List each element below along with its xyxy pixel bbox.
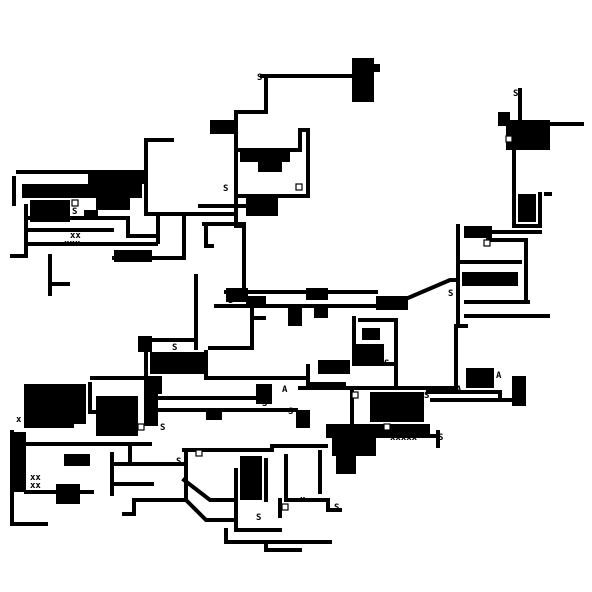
- central-stairwell: [90, 274, 350, 386]
- start-marker: S: [424, 391, 429, 401]
- chest-marker: [351, 391, 359, 399]
- treasure-marker: x: [16, 415, 22, 425]
- southwest-complex: [10, 376, 310, 526]
- south-maze: [158, 376, 356, 552]
- chest-marker: [281, 503, 289, 511]
- start-marker: S: [72, 207, 77, 217]
- chest-marker: [505, 135, 513, 143]
- altar-marker: A: [282, 385, 288, 395]
- map-markers: S S S S S S S S S S S S S S S S S A A A …: [16, 73, 518, 523]
- altar-marker: A: [496, 371, 502, 381]
- treasure-marker: xx: [30, 481, 41, 491]
- west-building: [10, 138, 238, 296]
- start-marker: S: [262, 399, 267, 409]
- chest-marker: [483, 239, 491, 247]
- east-chamber: [298, 324, 526, 456]
- start-marker: S: [72, 401, 77, 411]
- chest-marker: [295, 183, 303, 191]
- start-marker: S: [223, 184, 228, 194]
- treasure-marker: x: [300, 495, 306, 505]
- treasure-marker: xx: [70, 231, 81, 241]
- start-marker: S: [334, 503, 339, 513]
- start-marker: S: [288, 407, 293, 417]
- start-marker: S: [176, 457, 181, 467]
- treasure-marker: x: [124, 417, 130, 427]
- start-marker: S: [228, 296, 233, 306]
- altar-marker: A: [456, 385, 462, 395]
- north-corridor: [198, 58, 380, 298]
- northeast-tower: [456, 88, 584, 328]
- treasure-marker: xxx: [64, 239, 81, 249]
- chest-marker: [137, 423, 145, 431]
- treasure-marker: xx: [30, 473, 41, 483]
- start-marker: S: [172, 343, 177, 353]
- start-marker: S: [448, 289, 453, 299]
- start-marker: S: [513, 89, 518, 99]
- start-marker: S: [384, 359, 389, 369]
- central-hall: [208, 278, 460, 390]
- start-marker: S: [160, 423, 165, 433]
- start-marker: S: [257, 73, 262, 83]
- chest-marker: [71, 199, 79, 207]
- treasure-marker: xxxxx: [390, 433, 418, 443]
- chest-marker: [195, 449, 203, 457]
- start-marker: S: [438, 433, 443, 443]
- chest-marker: [383, 423, 391, 431]
- start-marker: S: [256, 513, 261, 523]
